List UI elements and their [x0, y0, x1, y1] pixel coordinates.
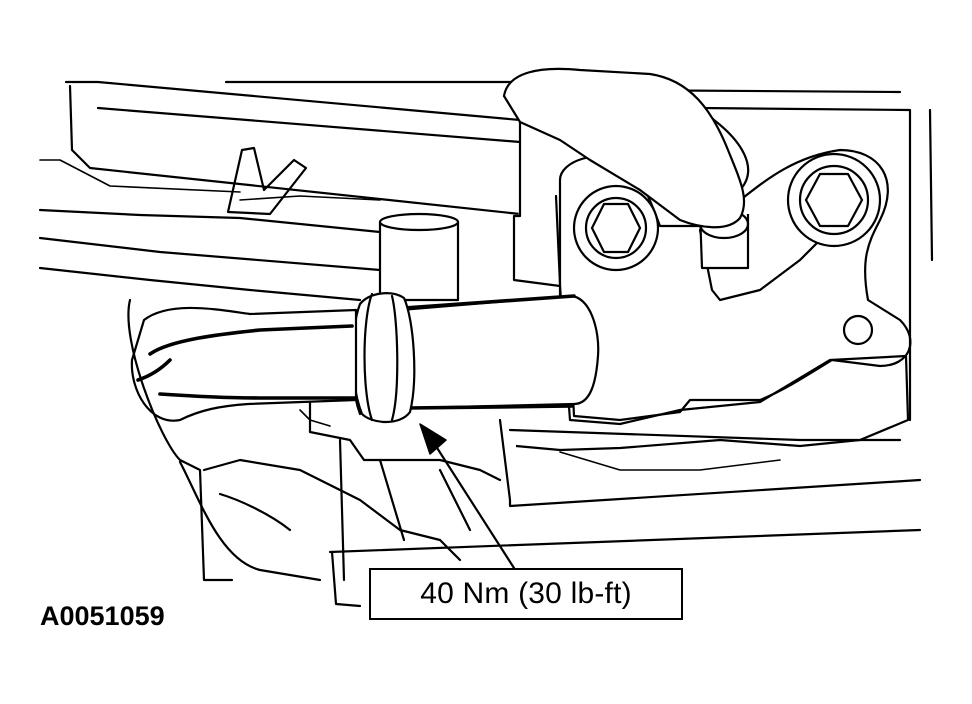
mounting-ear: [842, 314, 874, 346]
bolt-left: [572, 184, 660, 272]
upper-hose: [502, 67, 746, 229]
hose-retaining-clip: [226, 146, 308, 216]
torque-callout-box: 40 Nm (30 lb-ft): [369, 568, 683, 620]
cooler-line-tube: [398, 294, 600, 410]
tube-nut: [350, 292, 416, 424]
leader-arrow: [419, 423, 516, 570]
figure-id: A0051059: [40, 601, 165, 631]
sensor-cylinder: [378, 212, 460, 302]
flexible-line-left: [130, 306, 358, 422]
torque-spec-label: 40 Nm (30 lb-ft): [420, 577, 632, 610]
bolt-right: [786, 152, 882, 248]
engine-background-outlines: [38, 80, 934, 422]
lower-housing-outlines: [127, 298, 922, 608]
